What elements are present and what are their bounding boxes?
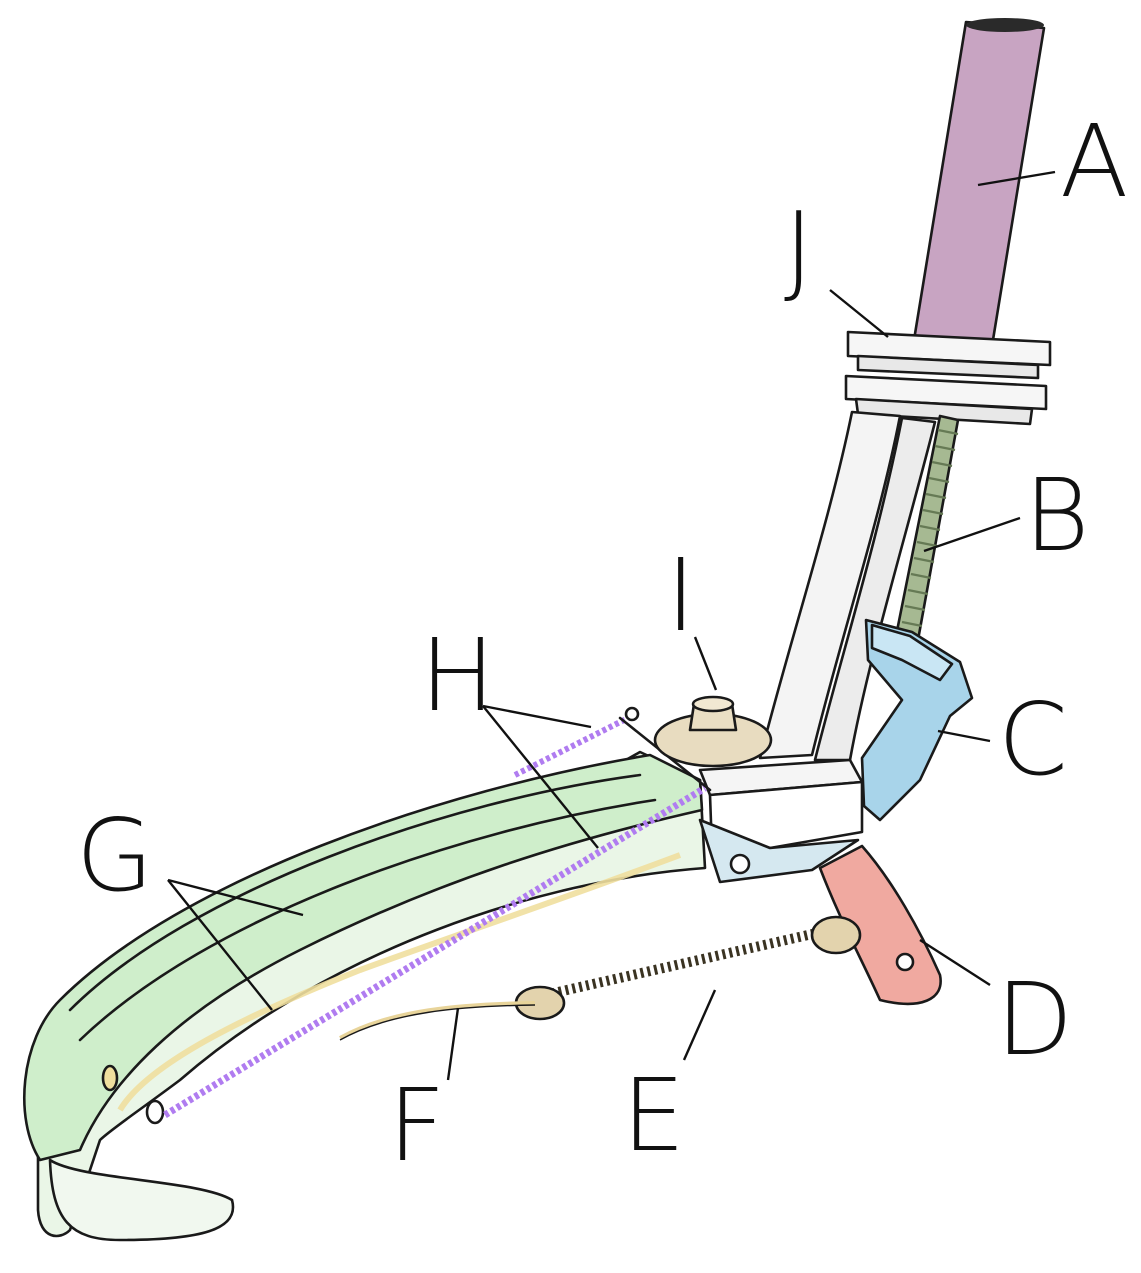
link-bracket-C xyxy=(860,618,974,822)
leader-H-lower xyxy=(482,705,599,849)
label-B: B xyxy=(1024,457,1089,574)
leader-H-upper xyxy=(482,704,592,729)
main-body-G-translucent xyxy=(36,750,707,1238)
label-C: C xyxy=(998,681,1068,798)
leader-G-upper xyxy=(167,878,304,917)
cable-F xyxy=(339,1001,536,1041)
label-F: F xyxy=(388,1067,446,1184)
extension-spring-H-lower xyxy=(163,785,707,1118)
joint-pin xyxy=(729,853,751,875)
joint-housing xyxy=(618,716,864,884)
label-H: H xyxy=(420,617,495,734)
main-body-G-foot xyxy=(48,1158,235,1242)
leader-J xyxy=(829,289,889,338)
leader-F xyxy=(446,1007,460,1081)
shaft-A-top xyxy=(966,18,1044,32)
spring-cap-right xyxy=(810,915,862,955)
main-body-G xyxy=(23,750,707,1242)
threaded-rod-B-threads xyxy=(901,428,959,628)
adjustment-knob-I xyxy=(653,695,773,768)
extension-spring-H-upper xyxy=(513,709,642,778)
extension-springs-H xyxy=(163,706,707,1118)
main-body-G-top xyxy=(23,753,704,1162)
label-J: J xyxy=(784,190,814,307)
label-D: D xyxy=(996,961,1073,1078)
leader-C xyxy=(937,729,991,743)
label-I: I xyxy=(666,537,696,654)
clamp-block-J xyxy=(844,330,1052,426)
leader-E xyxy=(682,989,717,1061)
label-G: G xyxy=(76,797,154,914)
leader-lines xyxy=(167,170,1056,1081)
label-E: E xyxy=(622,1057,685,1174)
leader-G-lower xyxy=(167,879,273,1011)
frame-arms xyxy=(758,410,937,762)
label-A: A xyxy=(1060,103,1128,220)
compression-spring-E xyxy=(514,915,862,1021)
leader-I xyxy=(693,636,718,691)
leader-D xyxy=(919,938,991,987)
part-labels: A J B C D E F G H I xyxy=(76,103,1128,1184)
leader-B xyxy=(923,516,1021,553)
leader-A xyxy=(977,170,1056,187)
shaft-A xyxy=(912,18,1046,348)
